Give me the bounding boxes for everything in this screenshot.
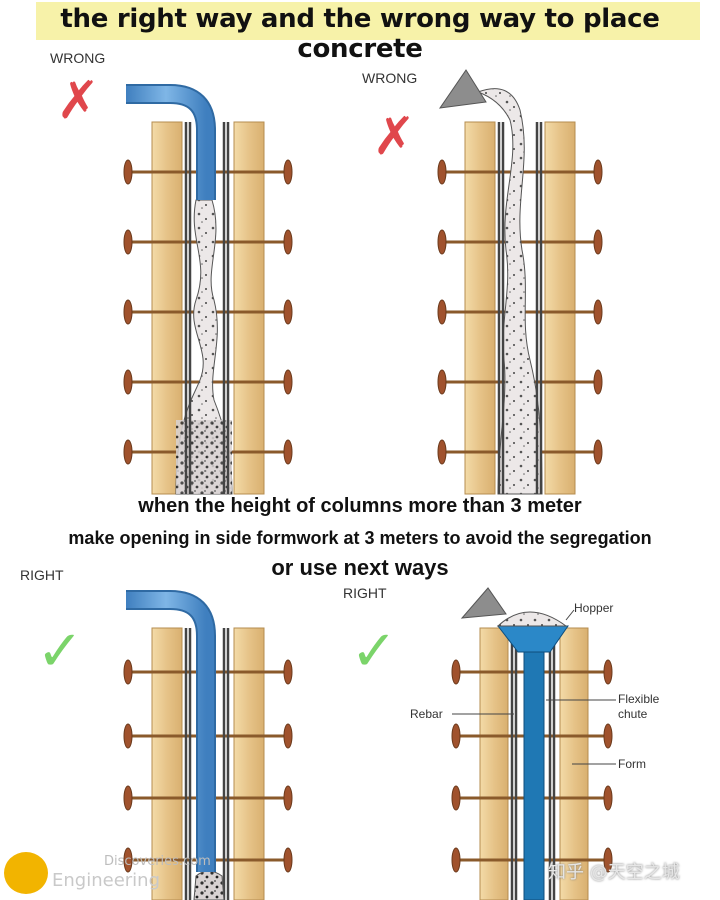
callout-form: Form	[618, 757, 646, 771]
note-line-1: when the height of columns more than 3 m…	[138, 495, 582, 517]
title-highlight	[36, 2, 700, 40]
wrong-mark-icon: ✗	[56, 71, 100, 131]
note-line-2: make opening in side formwork at 3 meter…	[68, 528, 652, 548]
logo-icon	[4, 852, 48, 894]
panel-label-right-1: RIGHT	[20, 567, 64, 583]
watermark-zhihu: 知乎 @天空之城	[548, 862, 680, 883]
column-formwork-bottom-right	[451, 587, 616, 900]
column-formwork-bottom-left	[123, 590, 293, 900]
column-formwork-top-right	[437, 69, 603, 495]
callout-flexible: Flexible	[618, 692, 660, 706]
right-check-icon: ✓	[351, 619, 398, 684]
column-formwork-top-left	[123, 84, 293, 495]
panel-label-right-2: RIGHT	[343, 585, 387, 601]
callout-hopper: Hopper	[574, 601, 614, 615]
callout-chute: chute	[618, 707, 648, 721]
note-line-3: or use next ways	[271, 555, 449, 580]
panel-label-wrong-1: WRONG	[50, 50, 106, 66]
panel-label-wrong-2: WRONG	[362, 70, 418, 86]
wrong-mark-icon: ✗	[372, 107, 416, 167]
watermark-brand-top: Discoveries.com	[104, 854, 211, 869]
watermark-brand-bottom: Engineering	[52, 870, 160, 891]
callout-rebar: Rebar	[410, 707, 443, 721]
page-title: the right way and the wrong way to place…	[60, 4, 660, 64]
right-check-icon: ✓	[37, 619, 84, 684]
